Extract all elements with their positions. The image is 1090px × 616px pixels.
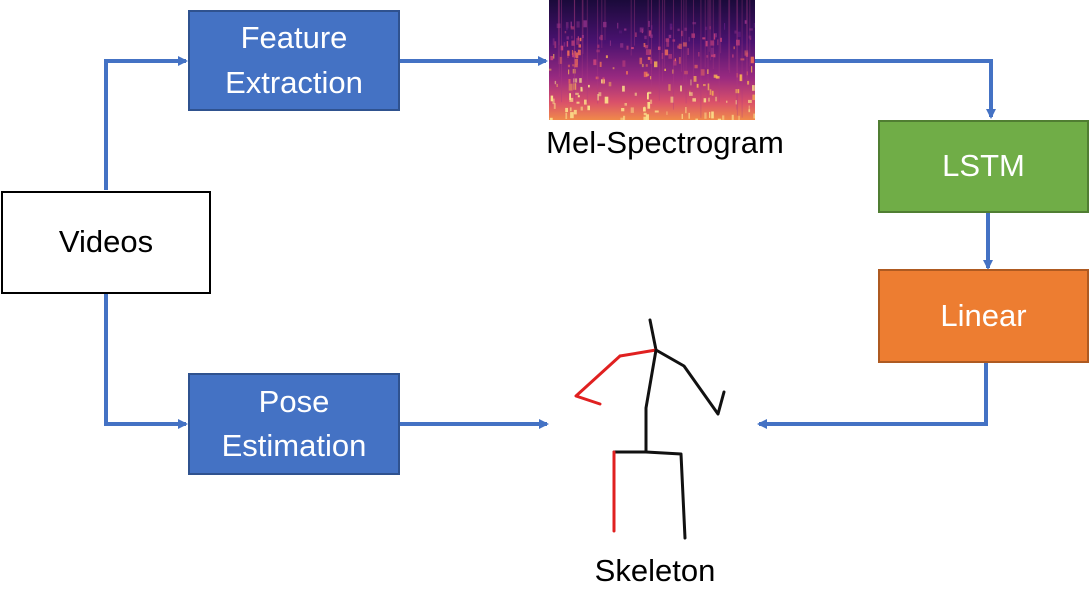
skeleton-caption: Skeleton: [594, 553, 716, 588]
mel-spectrogram-caption: Mel-Spectrogram: [546, 125, 784, 160]
arrow-spectrogram-to-lstm: [755, 59, 996, 119]
skeleton-left-arm: [654, 348, 726, 416]
arrow-videos-to-feature-extraction: [104, 56, 188, 190]
skeleton-right-shoulder: [618, 348, 658, 358]
feature-extraction-box: Feature Extraction: [188, 10, 400, 111]
pose-estimation-label: Pose Estimation: [221, 383, 367, 463]
skeleton-figure: [574, 318, 726, 540]
lstm-box: LSTM: [878, 120, 1089, 213]
videos-label: Videos: [58, 224, 154, 260]
arrow-videos-to-pose-estimation: [104, 294, 188, 429]
mel-spectrogram-image: [549, 0, 755, 120]
feature-extraction-label: Feature Extraction: [225, 20, 363, 100]
pose-estimation-box: Pose Estimation: [188, 373, 400, 475]
linear-box: Linear: [878, 269, 1089, 363]
skeleton-right-arm: [574, 354, 622, 406]
arrow-linear-to-skeleton: [757, 363, 988, 429]
linear-label: Linear: [940, 297, 1027, 333]
skeleton-head-neck: [648, 318, 658, 352]
skeleton-hip-left: [644, 450, 687, 540]
skeleton-spine: [644, 348, 658, 454]
lstm-label: LSTM: [942, 148, 1025, 184]
videos-box: Videos: [1, 191, 211, 294]
